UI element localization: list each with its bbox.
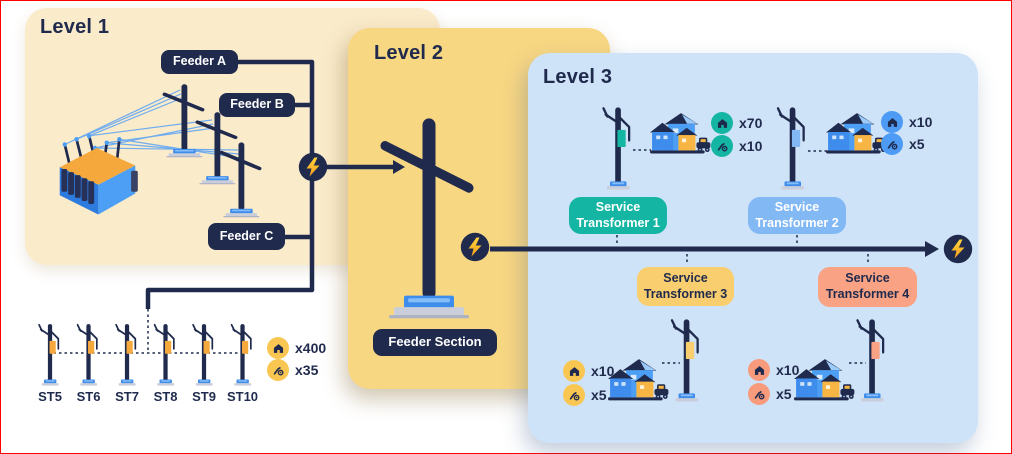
pill-line: Transformer 3 bbox=[643, 286, 728, 301]
st7-label: ST7 bbox=[115, 389, 139, 404]
feeder-c-pill: Feeder C bbox=[208, 223, 285, 250]
house-count-row: x70 bbox=[711, 112, 762, 134]
pill-line: Service bbox=[774, 199, 820, 214]
count-label: x10 bbox=[739, 138, 763, 154]
house-count-row: x10 bbox=[881, 111, 932, 133]
count-label: x10 bbox=[776, 362, 800, 378]
level-3-title: Level 3 bbox=[543, 66, 613, 88]
ev-count-row: x35 bbox=[267, 359, 318, 381]
house-icon bbox=[563, 360, 585, 382]
feeder-section-pill: Feeder Section bbox=[373, 329, 497, 356]
count-label: x10 bbox=[909, 114, 933, 130]
pill-line: Service bbox=[663, 270, 708, 285]
ev-charger-icon bbox=[881, 133, 903, 155]
st5-label: ST5 bbox=[38, 389, 62, 404]
count-label: x35 bbox=[295, 362, 319, 378]
ev-count-row: x5 bbox=[748, 383, 792, 405]
pill-line: Service bbox=[845, 271, 890, 286]
pill-line: Service bbox=[595, 199, 641, 214]
service-transformer-4-pill: Service Transformer 4 bbox=[818, 267, 917, 307]
service-transformer-1-pill: Service Transformer 1 bbox=[569, 197, 667, 234]
ev-count-row: x10 bbox=[711, 135, 762, 157]
ev-charger-icon bbox=[563, 384, 585, 406]
st6-label: ST6 bbox=[76, 389, 101, 404]
ev-charger-icon bbox=[711, 135, 733, 157]
ev-count-row: x5 bbox=[563, 384, 607, 406]
count-label: x5 bbox=[909, 136, 925, 152]
house-icon bbox=[267, 337, 289, 359]
house-icon bbox=[711, 112, 733, 134]
feeder-b-pill: Feeder B bbox=[219, 93, 295, 117]
ev-count-row: x5 bbox=[881, 133, 925, 155]
ev-charger-icon bbox=[267, 359, 289, 381]
st10-label: ST10 bbox=[226, 389, 259, 404]
house-icon bbox=[748, 359, 770, 381]
count-label: x5 bbox=[776, 386, 792, 402]
feeder-a-pill: Feeder A bbox=[161, 50, 238, 74]
st8-label: ST8 bbox=[153, 389, 178, 404]
pill-line: Transformer 4 bbox=[825, 287, 910, 301]
level-2-title: Level 2 bbox=[374, 42, 444, 64]
service-transformer-2-pill: Service Transformer 2 bbox=[748, 197, 846, 234]
house-count-row: x10 bbox=[563, 360, 614, 382]
count-label: x5 bbox=[591, 387, 607, 403]
ev-charger-icon bbox=[748, 383, 770, 405]
level-1-title: Level 1 bbox=[40, 16, 110, 38]
pill-line: Transformer 1 bbox=[576, 215, 660, 230]
st-pole-row bbox=[38, 323, 253, 386]
service-transformer-3-pill: Service Transformer 3 bbox=[637, 267, 734, 306]
pill-line: Transformer 2 bbox=[755, 215, 839, 230]
count-label: x70 bbox=[739, 115, 763, 131]
house-count-row: x400 bbox=[267, 337, 326, 359]
count-label: x10 bbox=[591, 363, 615, 379]
house-count-row: x10 bbox=[748, 359, 799, 381]
st9-label: ST9 bbox=[192, 389, 216, 404]
house-icon bbox=[881, 111, 903, 133]
count-label: x400 bbox=[295, 340, 327, 356]
